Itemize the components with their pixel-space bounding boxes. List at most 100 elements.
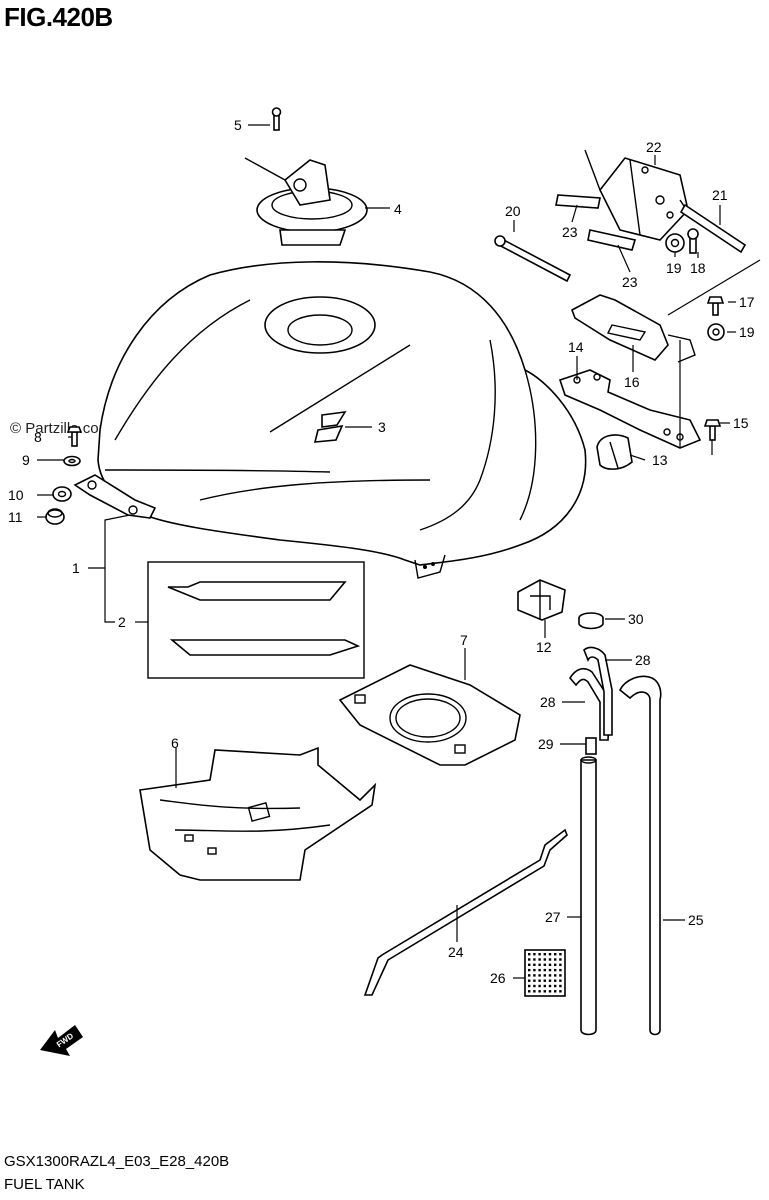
bolt-17[interactable] bbox=[706, 296, 725, 316]
callout-30[interactable]: 30 bbox=[628, 611, 644, 627]
mesh-pad[interactable] bbox=[524, 949, 566, 997]
mesh-dot bbox=[559, 963, 562, 966]
pivot-shaft[interactable] bbox=[679, 203, 747, 254]
nut-upper[interactable] bbox=[665, 233, 685, 253]
mesh-dot bbox=[554, 984, 557, 988]
callout-7[interactable]: 7 bbox=[460, 632, 468, 648]
hose-27[interactable] bbox=[580, 756, 597, 1036]
callout-8[interactable]: 8 bbox=[34, 429, 42, 445]
callout-17[interactable]: 17 bbox=[739, 294, 755, 310]
callout-23-lower[interactable]: 23 bbox=[622, 274, 638, 290]
mesh-dot bbox=[543, 974, 546, 977]
fwd-arrow: FWD bbox=[40, 1025, 83, 1056]
callout-5[interactable]: 5 bbox=[234, 117, 242, 133]
hose-25[interactable] bbox=[618, 675, 662, 1036]
callout-27[interactable]: 27 bbox=[545, 909, 561, 925]
callout-9[interactable]: 9 bbox=[22, 452, 30, 468]
mesh-dot bbox=[548, 979, 552, 982]
rubber-cushion[interactable] bbox=[596, 434, 633, 470]
mesh-dot bbox=[554, 979, 557, 982]
callout-13[interactable]: 13 bbox=[652, 452, 668, 468]
seal-strip-lower[interactable] bbox=[169, 639, 361, 656]
hose-28-right[interactable] bbox=[583, 646, 613, 736]
bolt-18[interactable] bbox=[687, 228, 699, 254]
callout-29[interactable]: 29 bbox=[538, 736, 554, 752]
mesh-dot bbox=[533, 990, 536, 993]
drain-tube[interactable] bbox=[363, 828, 568, 996]
mesh-dot bbox=[533, 953, 536, 956]
callout-15[interactable]: 15 bbox=[733, 415, 749, 431]
callout-18[interactable]: 18 bbox=[690, 260, 706, 276]
callout-6[interactable]: 6 bbox=[171, 735, 179, 751]
leader-lines bbox=[37, 124, 761, 979]
mesh-dot bbox=[554, 963, 557, 966]
hose-28-left[interactable] bbox=[569, 667, 611, 741]
callout-24[interactable]: 24 bbox=[448, 944, 464, 960]
mesh-dot bbox=[548, 984, 552, 988]
callout-16[interactable]: 16 bbox=[624, 374, 640, 390]
callout-19-upper[interactable]: 19 bbox=[666, 260, 682, 276]
cushion-10[interactable] bbox=[52, 486, 72, 502]
bracket-cushion-left[interactable] bbox=[555, 194, 601, 209]
mesh-dot bbox=[538, 979, 541, 982]
mesh-dot bbox=[559, 990, 562, 993]
cap-bolt[interactable] bbox=[271, 107, 282, 131]
callout-20[interactable]: 20 bbox=[505, 203, 521, 219]
model-code: GSX1300RAZL4_E03_E28_420B bbox=[4, 1153, 230, 1170]
mesh-dot bbox=[538, 984, 541, 988]
bracket-cushion-right[interactable] bbox=[587, 229, 637, 251]
callout-labels: 1 2 3 4 5 6 7 8 9 10 11 12 13 14 15 16 1… bbox=[8, 117, 755, 986]
clamp-12[interactable] bbox=[517, 579, 566, 621]
joint-29[interactable] bbox=[585, 737, 597, 755]
cushion-plate[interactable] bbox=[338, 664, 521, 766]
figure-description: FUEL TANK bbox=[4, 1176, 85, 1193]
nut-lower[interactable] bbox=[707, 323, 725, 341]
callout-2[interactable]: 2 bbox=[118, 614, 126, 630]
long-bolt[interactable] bbox=[494, 235, 572, 283]
mesh-dot bbox=[528, 990, 531, 993]
callout-1[interactable]: 1 bbox=[72, 560, 80, 576]
collar-11[interactable] bbox=[45, 508, 65, 525]
mesh-dot bbox=[528, 968, 531, 972]
callout-28-upper[interactable]: 28 bbox=[635, 652, 651, 668]
cap-30[interactable] bbox=[578, 612, 604, 630]
mesh-dot bbox=[548, 953, 552, 956]
rear-bracket[interactable] bbox=[584, 149, 691, 241]
callout-14[interactable]: 14 bbox=[568, 339, 584, 355]
mesh-dot bbox=[548, 958, 552, 961]
watermark: © Partzilla.com bbox=[10, 420, 112, 437]
callout-21[interactable]: 21 bbox=[712, 187, 728, 203]
seal-strip-box bbox=[147, 561, 365, 679]
callout-11[interactable]: 11 bbox=[8, 509, 23, 525]
seal-strip-upper[interactable] bbox=[167, 581, 347, 601]
fuel-cap[interactable] bbox=[244, 157, 368, 246]
mesh-dot bbox=[559, 958, 562, 961]
callout-4[interactable]: 4 bbox=[394, 201, 402, 217]
callout-3[interactable]: 3 bbox=[378, 419, 386, 435]
mesh-dot bbox=[559, 968, 562, 972]
bolt-15[interactable] bbox=[703, 419, 722, 441]
mesh-dot bbox=[559, 979, 562, 982]
front-bolt-8[interactable] bbox=[66, 426, 83, 447]
mesh-dot bbox=[543, 958, 546, 961]
suzuki-emblem[interactable] bbox=[313, 410, 347, 443]
mesh-dot bbox=[548, 968, 552, 972]
mesh-dot bbox=[528, 979, 531, 982]
mesh-dot bbox=[528, 958, 531, 961]
mesh-pattern bbox=[528, 953, 562, 993]
callout-23-upper[interactable]: 23 bbox=[562, 224, 578, 240]
heat-insulator[interactable] bbox=[139, 746, 377, 881]
tank-support-bracket[interactable] bbox=[571, 294, 696, 363]
callout-19-lower[interactable]: 19 bbox=[739, 324, 755, 340]
mesh-dot bbox=[533, 958, 536, 961]
rear-mount-bracket[interactable] bbox=[558, 369, 702, 449]
callout-22[interactable]: 22 bbox=[646, 139, 662, 155]
callout-10[interactable]: 10 bbox=[8, 487, 24, 503]
callout-28-lower[interactable]: 28 bbox=[540, 694, 556, 710]
mesh-dot bbox=[554, 958, 557, 961]
washer-9[interactable] bbox=[63, 455, 81, 467]
callout-25[interactable]: 25 bbox=[688, 912, 704, 928]
callout-26[interactable]: 26 bbox=[490, 970, 506, 986]
callout-12[interactable]: 12 bbox=[536, 639, 552, 655]
